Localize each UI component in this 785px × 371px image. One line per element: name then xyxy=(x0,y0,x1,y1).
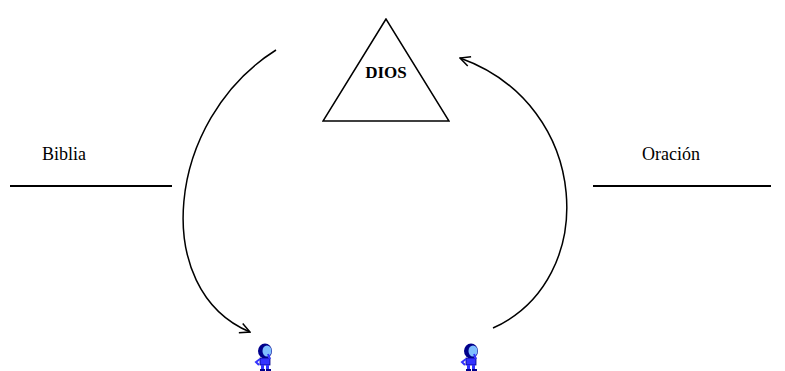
side-label: Biblia xyxy=(40,144,88,165)
person-figure xyxy=(462,344,478,371)
person-figure xyxy=(256,344,272,371)
curved-arrow xyxy=(460,58,567,328)
node-label: DIOS xyxy=(322,63,450,83)
divider-line xyxy=(10,185,172,187)
triangle-node: DIOS xyxy=(322,18,450,122)
divider-line xyxy=(593,185,771,187)
side-label: Oración xyxy=(640,144,702,165)
curved-arrow xyxy=(183,50,276,332)
